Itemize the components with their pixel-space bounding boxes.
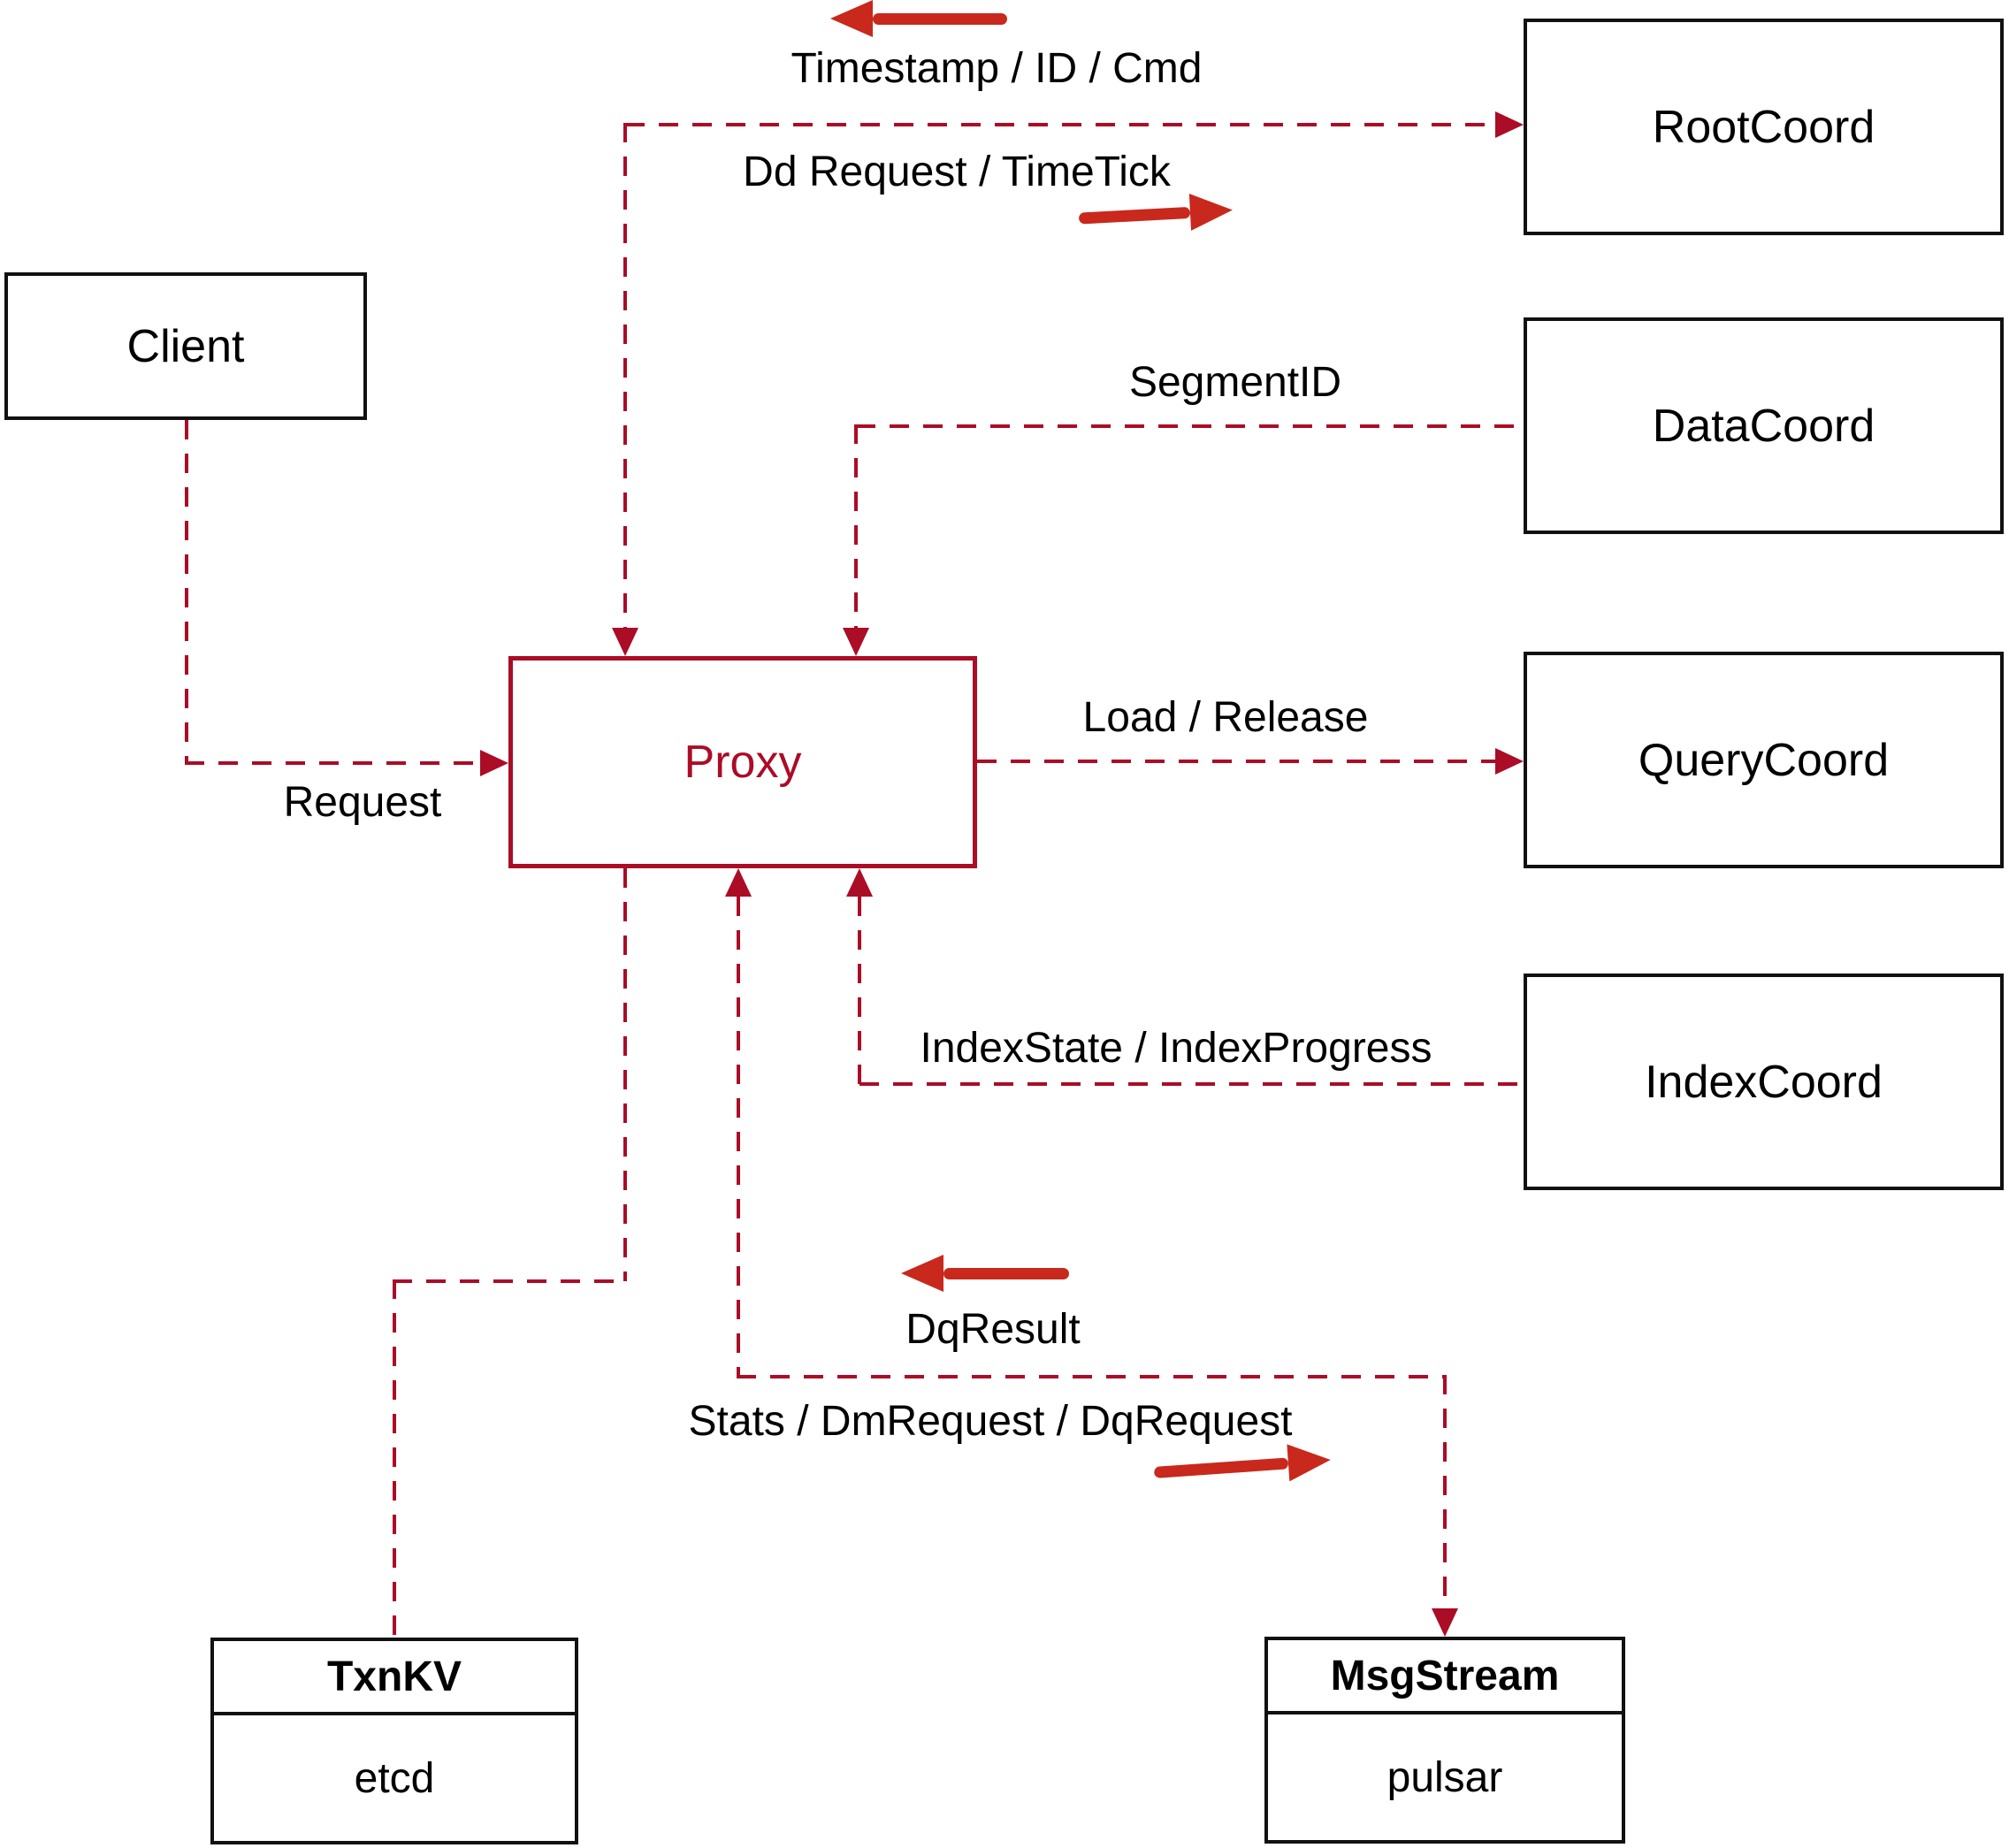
- node-msgstream-subtitle: pulsar: [1386, 1753, 1503, 1801]
- edge-label-dd-request-timetick: Dd Request / TimeTick: [743, 149, 1171, 195]
- arrowhead-into-querycoord-icon: [1495, 748, 1524, 775]
- node-querycoord: QueryCoord: [1524, 652, 2004, 868]
- edge-proxy-rootcoord-h: [625, 123, 1497, 126]
- node-proxy: Proxy: [508, 656, 977, 868]
- edge-proxy-txnkv-v1: [623, 868, 627, 1281]
- node-indexcoord-label: IndexCoord: [1645, 1056, 1883, 1108]
- node-datacoord-label: DataCoord: [1652, 400, 1875, 452]
- edge-label-load-release: Load / Release: [1082, 694, 1369, 741]
- flow-arrow-left-timestamp-stem: [873, 12, 1007, 25]
- node-rootcoord: RootCoord: [1524, 19, 2004, 235]
- arrowhead-into-proxy-top-right-icon: [843, 628, 869, 656]
- arrowhead-into-proxy-left-icon: [480, 750, 508, 776]
- arrowhead-into-proxy-bottom-right-icon: [846, 868, 873, 897]
- edge-label-segmentid: SegmentID: [1128, 359, 1342, 406]
- edge-label-request: Request: [283, 779, 442, 826]
- arrowhead-into-rootcoord-icon: [1495, 111, 1524, 138]
- edge-proxy-querycoord-h: [977, 760, 1495, 763]
- edge-label-timestamp-id-cmd: Timestamp / ID / Cmd: [791, 45, 1203, 92]
- flow-arrow-right-stats-stem: [1153, 1456, 1289, 1478]
- edge-label-dqresult: DqResult: [905, 1306, 1081, 1353]
- edge-indexcoord-proxy-v: [858, 897, 861, 1086]
- node-rootcoord-label: RootCoord: [1652, 101, 1875, 153]
- node-txnkv-title: TxnKV: [214, 1641, 575, 1715]
- flow-arrow-right-ddrequest-icon: [1078, 191, 1234, 236]
- edge-client-proxy-v: [185, 420, 188, 763]
- node-proxy-label: Proxy: [684, 737, 802, 788]
- node-msgstream-title: MsgStream: [1268, 1640, 1622, 1714]
- edge-datacoord-proxy-h: [856, 424, 1524, 428]
- edge-label-stats-dmrequest-dqrequest: Stats / DmRequest / DqRequest: [688, 1398, 1293, 1445]
- flow-arrow-left-dqresult-head: [901, 1255, 943, 1292]
- node-txnkv-subtitle: etcd: [354, 1754, 435, 1802]
- arrowhead-into-proxy-top-left-icon: [612, 628, 638, 656]
- node-client: Client: [4, 272, 367, 420]
- flow-arrow-left-timestamp-icon: [830, 0, 1007, 37]
- flow-arrow-left-timestamp-head: [830, 0, 873, 37]
- edge-datacoord-proxy-v: [854, 424, 858, 628]
- flow-arrow-right-stats-icon: [1153, 1441, 1333, 1491]
- flow-arrow-left-dqresult-stem: [943, 1267, 1069, 1279]
- node-msgstream: MsgStream pulsar: [1264, 1637, 1625, 1844]
- flow-arrow-right-ddrequest-head: [1188, 191, 1234, 231]
- node-client-label: Client: [126, 320, 245, 372]
- flow-arrow-left-dqresult-icon: [901, 1255, 1069, 1292]
- edge-indexcoord-proxy-h: [859, 1082, 1524, 1086]
- flow-arrow-right-ddrequest-stem: [1078, 206, 1191, 225]
- edge-proxy-txnkv-h: [393, 1279, 625, 1283]
- edge-proxy-txnkv-v2: [393, 1279, 396, 1638]
- arrowhead-into-msgstream-icon: [1432, 1608, 1458, 1637]
- edge-proxy-msgstream-v2: [1443, 1375, 1447, 1608]
- flow-arrow-right-stats-head: [1287, 1441, 1333, 1482]
- arrowhead-into-proxy-bottom-middle-icon: [725, 868, 752, 897]
- node-txnkv: TxnKV etcd: [210, 1638, 578, 1844]
- edge-client-proxy-h: [185, 761, 482, 765]
- node-indexcoord: IndexCoord: [1524, 974, 2004, 1190]
- node-datacoord: DataCoord: [1524, 317, 2004, 534]
- edge-label-indexstate-indexprogress: IndexState / IndexProgress: [920, 1025, 1432, 1072]
- edge-proxy-msgstream-h: [737, 1375, 1445, 1378]
- edge-proxy-msgstream-v1: [737, 897, 740, 1377]
- node-querycoord-label: QueryCoord: [1638, 734, 1890, 786]
- edge-proxy-rootcoord-v: [623, 123, 627, 628]
